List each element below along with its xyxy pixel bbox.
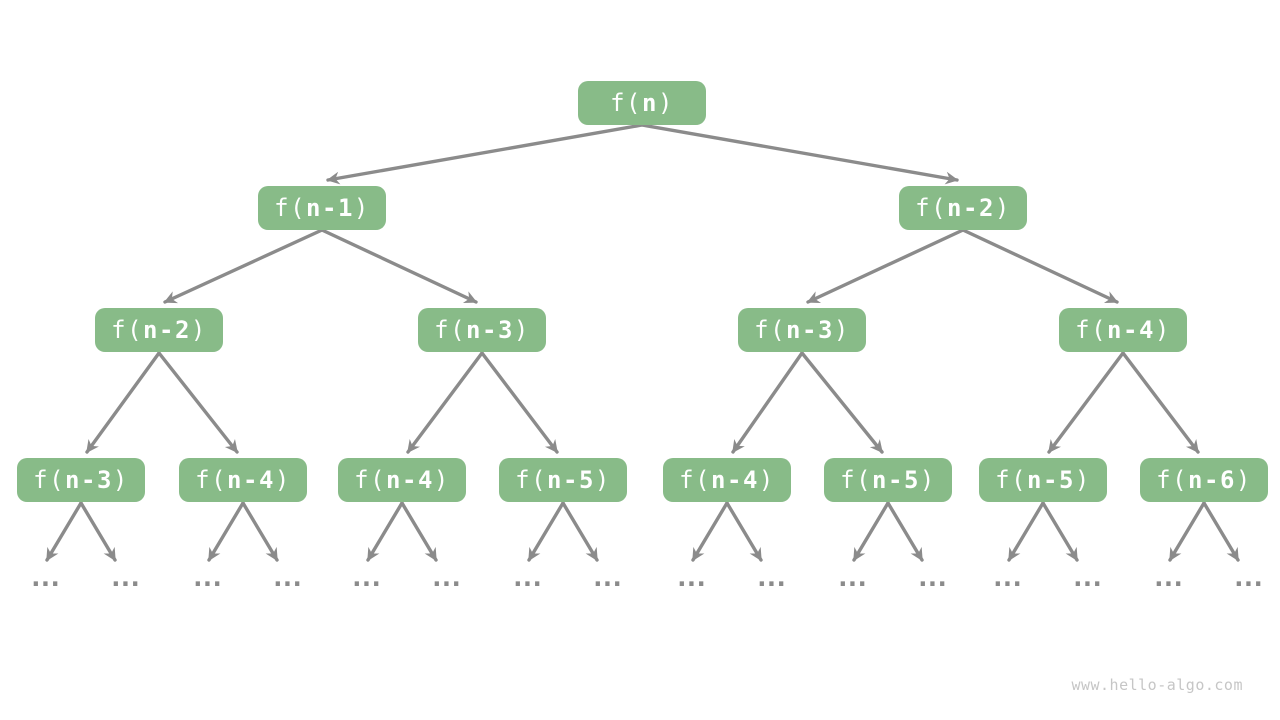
edge-arrow bbox=[1041, 501, 1079, 562]
leaf-ellipsis: ... bbox=[915, 563, 950, 593]
edge-arrow bbox=[691, 501, 729, 562]
edge-arrow bbox=[800, 351, 884, 454]
edge-arrow bbox=[1202, 501, 1240, 562]
tree-node: f(n-4) bbox=[663, 458, 791, 502]
edge-arrow bbox=[79, 501, 117, 562]
node-label: f(n-3) bbox=[33, 466, 129, 494]
node-label: f(n-5) bbox=[515, 466, 611, 494]
edge-arrow bbox=[85, 351, 161, 454]
tree-node-root: f(n) bbox=[578, 81, 706, 125]
node-label: f(n-5) bbox=[995, 466, 1091, 494]
edge-arrow bbox=[527, 501, 565, 562]
node-label: f(n-6) bbox=[1156, 466, 1252, 494]
tree-node: f(n-4) bbox=[179, 458, 307, 502]
leaf-ellipsis: ... bbox=[590, 563, 625, 593]
tree-node: f(n-5) bbox=[824, 458, 952, 502]
edge-arrow bbox=[961, 228, 1119, 304]
node-label: f(n-3) bbox=[434, 316, 530, 344]
tree-node: f(n-2) bbox=[95, 308, 223, 352]
leaf-ellipsis: ... bbox=[28, 563, 63, 593]
edge-arrow bbox=[852, 501, 890, 562]
edge-arrow bbox=[45, 501, 83, 562]
leaf-ellipsis: ... bbox=[108, 563, 143, 593]
edge-arrow bbox=[320, 228, 478, 304]
edge-arrow bbox=[326, 123, 644, 185]
tree-node: f(n-2) bbox=[899, 186, 1027, 230]
watermark-text: www.hello-algo.com bbox=[1071, 676, 1243, 694]
tree-node: f(n-3) bbox=[418, 308, 546, 352]
leaf-ellipsis: ... bbox=[674, 563, 709, 593]
node-label: f(n-4) bbox=[1075, 316, 1171, 344]
leaf-ellipsis: ... bbox=[1070, 563, 1105, 593]
edge-arrow bbox=[157, 351, 239, 454]
edge-arrow bbox=[241, 501, 279, 562]
tree-node: f(n-5) bbox=[979, 458, 1107, 502]
edge-arrow bbox=[725, 501, 763, 562]
edge-arrow bbox=[561, 501, 599, 562]
node-label: f(n-4) bbox=[354, 466, 450, 494]
node-label: f(n-5) bbox=[840, 466, 936, 494]
tree-node: f(n-6) bbox=[1140, 458, 1268, 502]
tree-node: f(n-4) bbox=[338, 458, 466, 502]
leaf-ellipsis: ... bbox=[990, 563, 1025, 593]
edge-arrow bbox=[400, 501, 438, 562]
leaf-ellipsis: ... bbox=[190, 563, 225, 593]
edge-arrow bbox=[480, 351, 559, 454]
leaf-ellipsis: ... bbox=[1151, 563, 1186, 593]
edge-arrow bbox=[406, 351, 484, 454]
leaf-ellipsis: ... bbox=[510, 563, 545, 593]
leaf-ellipsis: ... bbox=[429, 563, 464, 593]
edge-arrow bbox=[731, 351, 804, 454]
edge-arrow bbox=[640, 123, 959, 185]
node-label: f(n-4) bbox=[195, 466, 291, 494]
edge-arrow bbox=[366, 501, 404, 562]
edge-arrow bbox=[806, 228, 965, 304]
leaf-ellipsis: ... bbox=[1231, 563, 1266, 593]
edge-arrow bbox=[163, 228, 324, 304]
tree-node: f(n-3) bbox=[738, 308, 866, 352]
node-label: f(n-2) bbox=[111, 316, 207, 344]
edge-arrow bbox=[1007, 501, 1045, 562]
leaf-ellipsis: ... bbox=[835, 563, 870, 593]
edge-arrow bbox=[1168, 501, 1206, 562]
tree-node: f(n-1) bbox=[258, 186, 386, 230]
edge-arrow bbox=[1047, 351, 1125, 454]
leaf-ellipsis: ... bbox=[754, 563, 789, 593]
tree-node: f(n-4) bbox=[1059, 308, 1187, 352]
node-label: f(n-1) bbox=[274, 194, 370, 222]
leaf-ellipsis: ... bbox=[270, 563, 305, 593]
edge-arrow bbox=[207, 501, 245, 562]
edge-arrow bbox=[1121, 351, 1200, 454]
tree-node: f(n-3) bbox=[17, 458, 145, 502]
edge-arrow bbox=[886, 501, 924, 562]
node-label: f(n-4) bbox=[679, 466, 775, 494]
tree-node: f(n-5) bbox=[499, 458, 627, 502]
node-label: f(n-3) bbox=[754, 316, 850, 344]
node-label: f(n-2) bbox=[915, 194, 1011, 222]
node-label: f(n) bbox=[610, 89, 674, 117]
leaf-ellipsis: ... bbox=[349, 563, 384, 593]
